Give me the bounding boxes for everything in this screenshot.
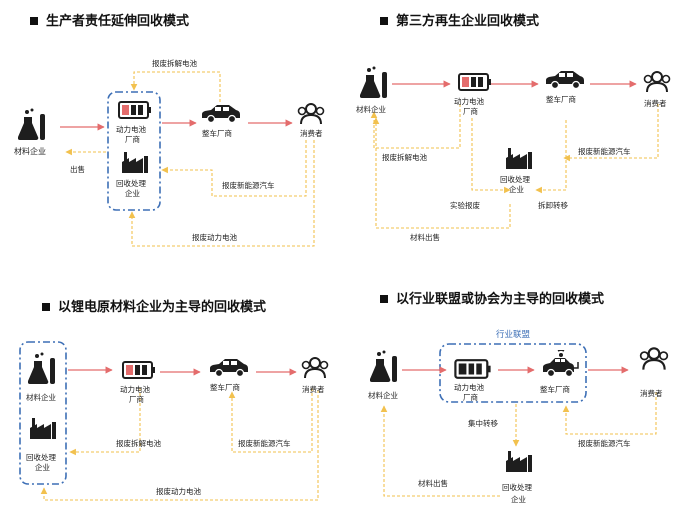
p2-flow-dismantle-label: 报废拆解电池 xyxy=(382,153,427,162)
p4-battery-label-1: 动力电池 xyxy=(454,383,484,392)
p1-consumer-label: 消费者 xyxy=(300,129,323,138)
p1-recycler-label-1: 回收处理 xyxy=(116,179,146,188)
p3-consumer-label: 消费者 xyxy=(302,385,325,394)
p4-flow-material-sale xyxy=(380,405,500,497)
p4-flow-scrap-ev-label: 报废新能源汽车 xyxy=(578,439,631,448)
p1-flow-scrap-battery-label: 报废动力电池 xyxy=(192,233,237,242)
battery-icon xyxy=(458,73,491,91)
electric-car-icon xyxy=(543,350,579,378)
p3-recycler-label-1: 回收处理 xyxy=(26,453,56,462)
p3-recycler-label-2: 企业 xyxy=(35,463,50,472)
p3-vehicle-label: 整车厂商 xyxy=(210,383,240,392)
p1-material-label: 材料企业 xyxy=(14,147,46,156)
p2-recycler-label-1: 回收处理 xyxy=(500,175,530,184)
users-icon xyxy=(643,71,671,93)
p3-flow-scrap-ev xyxy=(228,388,313,453)
p4-recycler-label-2: 企业 xyxy=(511,495,526,504)
p3-material-label: 材料企业 xyxy=(26,393,56,402)
p1-flow-scrap-ev-label: 报废新能源汽车 xyxy=(222,181,275,190)
p4-alliance-label: 行业联盟 xyxy=(496,330,531,340)
battery-icon xyxy=(118,101,151,119)
p1-flow-scrap-battery xyxy=(128,140,315,247)
p3-flow-scrap-battery xyxy=(40,390,319,501)
car-icon xyxy=(210,359,248,378)
flask-icon xyxy=(360,66,387,99)
p1-flow-dismantle-label: 报废拆解电池 xyxy=(152,59,197,68)
p3-flow-scrap-battery-label: 报废动力电池 xyxy=(156,487,201,496)
panel2-title-text: 第三方再生企业回收模式 xyxy=(396,14,540,29)
flask-icon xyxy=(28,352,55,385)
p4-vehicle-label: 整车厂商 xyxy=(540,385,570,394)
flask-icon xyxy=(18,108,45,141)
title-bullet xyxy=(380,294,388,303)
p4-recycler-label-1: 回收处理 xyxy=(502,483,532,492)
factory-icon xyxy=(122,152,148,173)
p3-dashed-group-box xyxy=(19,341,67,485)
p2-flow-disassemble-label: 拆卸转移 xyxy=(538,201,568,210)
p2-flow-disassemble xyxy=(535,120,567,194)
p2-flow-material-sale-label: 材料出售 xyxy=(410,233,440,242)
p2-consumer-label: 消费者 xyxy=(644,99,667,108)
title-bullet xyxy=(30,16,38,25)
p1-battery-label-1: 动力电池 xyxy=(116,125,146,134)
p4-alliance-box xyxy=(439,343,587,403)
p2-recycler-label-2: 企业 xyxy=(509,185,524,194)
p2-vehicle-label: 整车厂商 xyxy=(546,95,576,104)
battery-icon xyxy=(454,359,491,379)
p3-flow-dismantle-label: 报废拆解电池 xyxy=(116,439,161,448)
p2-material-label: 材料企业 xyxy=(356,105,386,114)
p2-flow-dismantle xyxy=(370,104,461,149)
p2-battery-label-1: 动力电池 xyxy=(454,97,484,106)
panel3-title-text: 以锂电原材料企业为主导的回收模式 xyxy=(58,300,267,315)
p4-flow-central-label: 集中转移 xyxy=(468,419,498,428)
users-icon xyxy=(297,103,325,125)
p4-flow-material-sale-label: 材料出售 xyxy=(418,479,448,488)
p4-material-label: 材料企业 xyxy=(368,391,398,400)
factory-icon xyxy=(506,148,532,169)
users-icon xyxy=(639,347,669,370)
panel4-title-text: 以行业联盟或协会为主导的回收模式 xyxy=(396,292,605,307)
panel2-title: 第三方再生企业回收模式 xyxy=(380,10,539,29)
p1-flow-sell-label: 出售 xyxy=(70,165,85,174)
car-icon xyxy=(546,71,584,90)
panel4-title: 以行业联盟或协会为主导的回收模式 xyxy=(380,288,604,307)
car-icon xyxy=(202,105,240,124)
p4-consumer-label: 消费者 xyxy=(640,389,663,398)
p3-battery-label-1: 动力电池 xyxy=(120,385,150,394)
title-bullet xyxy=(42,302,50,311)
panel1-title: 生产者责任延伸回收模式 xyxy=(30,10,189,29)
panel3-title: 以锂电原材料企业为主导的回收模式 xyxy=(42,296,266,315)
factory-icon xyxy=(30,418,56,439)
p3-battery-label-2: 厂商 xyxy=(129,395,144,404)
flask-icon xyxy=(370,350,397,383)
p4-battery-label-2: 厂商 xyxy=(463,393,478,402)
p2-flow-scrap-ev-label: 报废新能源汽车 xyxy=(578,147,631,156)
p1-flow-scrap-ev xyxy=(161,140,307,197)
p1-flow-dismantle xyxy=(130,71,221,102)
p2-flow-material-sale xyxy=(372,117,511,229)
p1-battery-label-2: 厂商 xyxy=(125,135,140,144)
panel1-title-text: 生产者责任延伸回收模式 xyxy=(46,14,190,29)
p2-flow-test-scrap-label: 实验报废 xyxy=(450,201,480,210)
factory-icon xyxy=(506,451,532,472)
p1-recycler-label-2: 企业 xyxy=(125,189,140,198)
users-icon xyxy=(301,357,329,379)
title-bullet xyxy=(380,16,388,25)
p2-flow-scrap-ev xyxy=(563,104,659,162)
p1-dashed-group-box xyxy=(107,91,161,211)
p1-vehicle-label: 整车厂商 xyxy=(202,129,232,138)
battery-icon xyxy=(122,361,155,379)
p2-flow-test-scrap xyxy=(471,118,511,194)
p3-flow-dismantle xyxy=(69,388,141,456)
p4-flow-scrap-ev xyxy=(562,392,657,435)
p3-flow-scrap-ev-label: 报废新能源汽车 xyxy=(238,439,291,448)
p2-battery-label-2: 厂商 xyxy=(463,107,478,116)
